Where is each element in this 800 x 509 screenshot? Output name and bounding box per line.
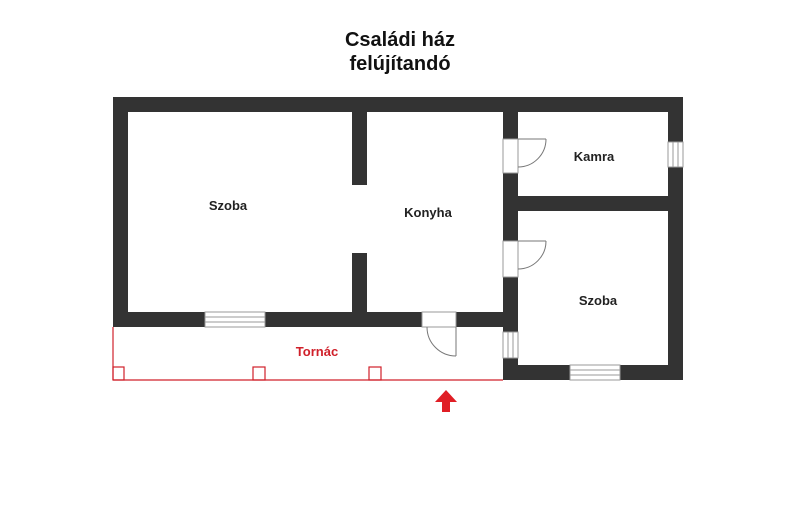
wall-partition-a [352, 97, 367, 185]
entrance-arrow-icon [435, 390, 457, 412]
porch-post-1 [112, 366, 125, 381]
windows [204, 141, 684, 381]
label-konyha: Konyha [404, 205, 452, 220]
label-tornac: Tornác [296, 344, 338, 359]
label-kamra: Kamra [574, 149, 615, 164]
wall-bottom-left-b [265, 312, 422, 327]
label-szoba-left: Szoba [209, 198, 248, 213]
wall-bottom-right-a [503, 365, 570, 380]
doors [421, 138, 547, 359]
wall-bottom-right-b [620, 365, 683, 380]
door-szoba-right [502, 240, 547, 278]
plan-title-line2: felújítandó [349, 53, 451, 75]
porch-post-3 [368, 366, 382, 381]
wall-kamra-bottom [503, 196, 683, 211]
wall-right-middle [668, 167, 683, 380]
wall-left [113, 97, 128, 327]
window-kamra [667, 141, 684, 168]
wall-center-a [503, 97, 518, 139]
door-szoba-right-porch [502, 331, 519, 359]
label-szoba-right: Szoba [579, 293, 618, 308]
wall-bottom-left-c [456, 312, 518, 327]
window-szoba-left [204, 311, 266, 328]
walls [113, 97, 683, 380]
door-konyha-entrance [421, 311, 457, 357]
wall-partition-b [352, 253, 367, 327]
window-szoba-right [569, 364, 621, 381]
wall-center-c [503, 277, 518, 332]
wall-right-upper [668, 97, 683, 142]
plan-title-line1: Családi ház [344, 29, 456, 51]
door-kamra [502, 138, 547, 174]
wall-bottom-left-a [113, 312, 205, 327]
porch-post-2 [252, 366, 266, 381]
wall-top [113, 97, 683, 112]
porch [112, 327, 503, 381]
